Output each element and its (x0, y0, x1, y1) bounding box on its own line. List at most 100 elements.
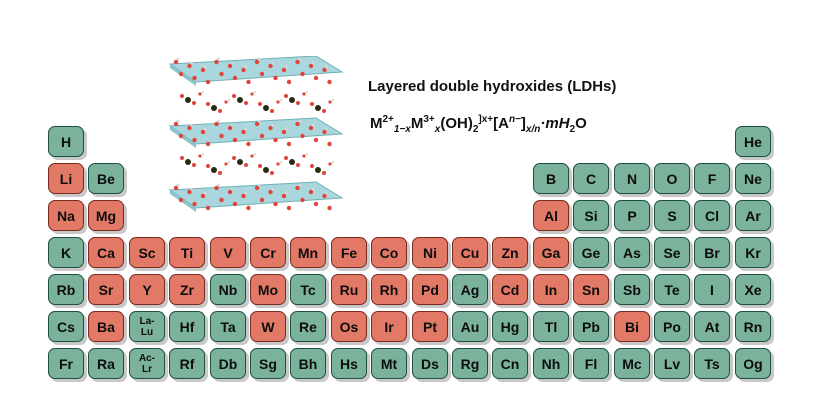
element-symbol: At (704, 318, 720, 335)
element-rf: Rf (169, 348, 205, 379)
hydrogen-atom (311, 187, 315, 191)
oxygen-atom (219, 71, 224, 77)
hydrogen-atom (325, 191, 328, 195)
hydrogen-atom (325, 65, 328, 69)
oxygen-atom (200, 193, 206, 199)
element-symbol: Zn (501, 244, 519, 261)
element-sg: Sg (250, 348, 286, 379)
element-sr: Sr (88, 274, 124, 305)
element-fe: Fe (331, 237, 367, 268)
oxygen-atom (232, 75, 238, 81)
element-symbol-part: Ac- (138, 352, 156, 364)
water-oxygen-atom (328, 162, 332, 166)
element-symbol: Ba (97, 318, 115, 335)
hydrogen-atom (227, 160, 231, 164)
oxygen-atom (281, 67, 287, 73)
hydrogen-atom (244, 191, 247, 195)
oxygen-atom (180, 156, 184, 160)
interlayer-atoms (173, 57, 335, 211)
element-symbol: Cu (460, 244, 480, 261)
element-ds: Ds (412, 348, 448, 379)
oxygen-atom (173, 59, 179, 65)
element-symbol: Rf (179, 355, 195, 372)
element-symbol: Nb (218, 281, 238, 298)
oxygen-atom (187, 63, 192, 69)
element-db: Db (210, 348, 246, 379)
element-symbol: Ne (744, 170, 762, 187)
element-lalu: La-Lu (129, 311, 165, 342)
hydrogen-atom (284, 127, 288, 131)
element-v: V (210, 237, 246, 268)
anion-atom (315, 167, 321, 173)
oxygen-atom (310, 164, 314, 168)
element-symbol: I (710, 281, 714, 298)
oxygen-atom (258, 102, 262, 106)
oxygen-atom (273, 201, 278, 207)
element-og: Og (735, 348, 771, 379)
oxygen-atom (268, 63, 273, 69)
oxygen-atom (192, 75, 197, 81)
oxygen-atom (180, 94, 184, 98)
element-b: B (533, 163, 569, 194)
oxygen-atom (296, 163, 300, 167)
element-symbol: B (545, 170, 557, 187)
element-se: Se (654, 237, 690, 268)
anion-atom (211, 105, 217, 111)
element-symbol: Cd (500, 281, 520, 298)
element-br: Br (694, 237, 730, 268)
element-symbol: Co (379, 244, 399, 261)
element-w: W (250, 311, 286, 342)
hydrogen-atom (244, 65, 247, 69)
element-symbol: Be (97, 170, 115, 187)
element-symbol: Rn (743, 318, 763, 335)
element-sc: Sc (129, 237, 165, 268)
element-y: Y (129, 274, 165, 305)
element-symbol: Lv (663, 355, 681, 372)
anion-atom (263, 105, 269, 111)
element-symbol: In (544, 281, 558, 298)
element-symbol: Sc (138, 244, 156, 261)
oxygen-atom (206, 164, 210, 168)
element-symbol: C (585, 170, 597, 187)
element-symbol: Bi (625, 318, 639, 335)
element-ba: Ba (88, 311, 124, 342)
hydrogen-atom (253, 90, 257, 94)
oxygen-atom (187, 189, 192, 195)
anion-atom (289, 97, 295, 103)
hydrogen-atom (201, 152, 205, 156)
hydrogen-atom (203, 191, 207, 195)
element-sn: Sn (573, 274, 609, 305)
element-mt: Mt (371, 348, 407, 379)
element-symbol: N (626, 170, 638, 187)
oxygen-atom (187, 125, 192, 131)
element-cs: Cs (48, 311, 84, 342)
oxygen-atom (300, 133, 305, 139)
element-co: Co (371, 237, 407, 268)
oxygen-atom (254, 185, 260, 191)
oxygen-atom (281, 193, 287, 199)
oxygen-atom (214, 121, 219, 127)
element-symbol: P (627, 207, 637, 224)
element-symbol: H (60, 133, 72, 150)
element-symbol: Ti (180, 244, 194, 261)
element-si: Si (573, 200, 609, 231)
oxygen-atom (219, 197, 224, 203)
oxygen-atom (313, 137, 319, 143)
oxygen-atom (322, 109, 326, 113)
element-symbol: Re (299, 318, 317, 335)
element-ar: Ar (735, 200, 771, 231)
water-oxygen-atom (224, 162, 228, 166)
element-symbol: Li (59, 170, 73, 187)
element-h: H (48, 126, 84, 157)
element-mg: Mg (88, 200, 124, 231)
element-he: He (735, 126, 771, 157)
hydrogen-atom (190, 61, 193, 65)
water-oxygen-atom (302, 92, 306, 96)
oxygen-atom (192, 163, 196, 167)
element-mn: Mn (290, 237, 326, 268)
hydrogen-atom (271, 187, 274, 191)
oxygen-atom (322, 129, 327, 135)
element-symbol: Fe (340, 244, 358, 261)
hydrogen-atom (284, 191, 288, 195)
element-symbol: Rb (56, 281, 76, 298)
